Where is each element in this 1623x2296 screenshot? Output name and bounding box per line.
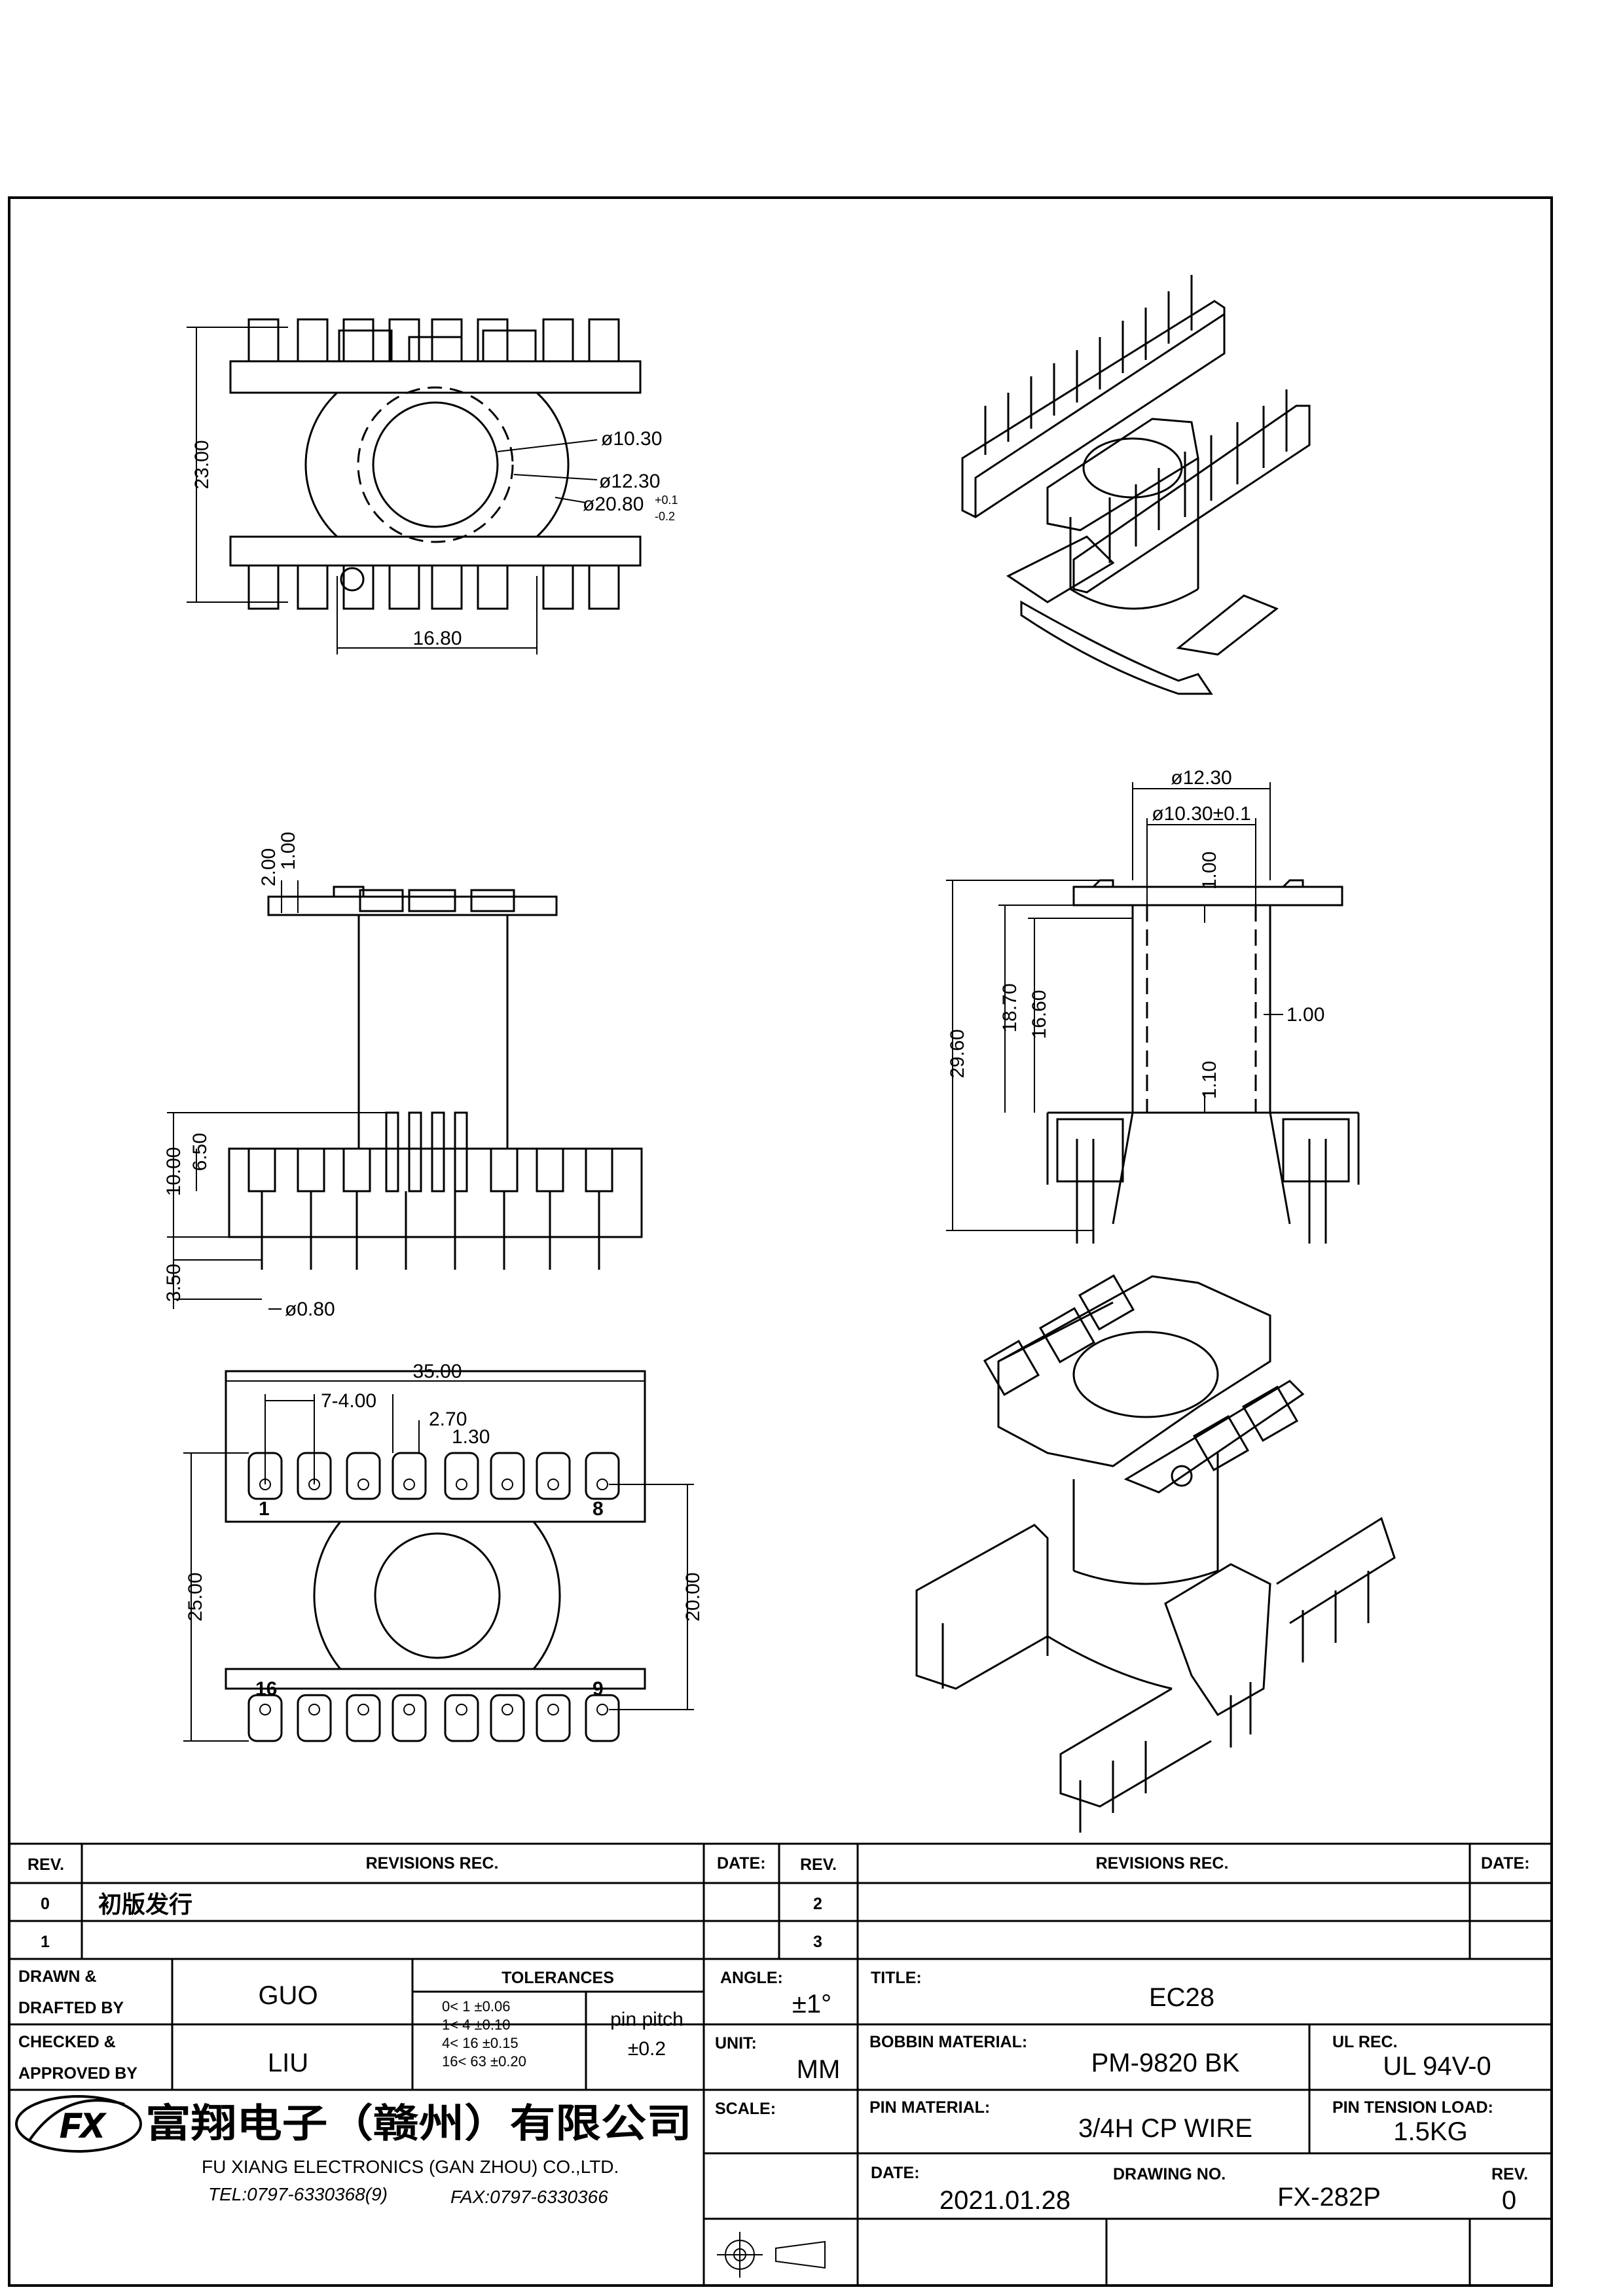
top-dia-outer-tol-plus: +0.1 bbox=[655, 493, 678, 507]
ul-rec-value: UL 94V-0 bbox=[1383, 2052, 1491, 2081]
tolerances-label: TOLERANCES bbox=[501, 1969, 614, 1987]
rev-3: 3 bbox=[813, 1933, 822, 1951]
ul-rec-label: UL REC. bbox=[1332, 2033, 1398, 2051]
top-width-dim: 16.80 bbox=[412, 628, 462, 649]
company-name-cn: 富翔电子（赣州）有限公司 bbox=[145, 2102, 692, 2145]
side-base-step-dim: 6.50 bbox=[189, 1133, 211, 1171]
section-outer-dia: ø12.30 bbox=[1171, 767, 1231, 789]
top-height-dim: 23.00 bbox=[191, 440, 213, 489]
company-fax: FAX:0797-6330366 bbox=[450, 2187, 608, 2207]
pin-label-8: 8 bbox=[593, 1498, 604, 1520]
drawing-frame bbox=[8, 196, 1553, 2287]
bobbin-material-value: PM-9820 BK bbox=[1091, 2049, 1240, 2077]
title-block bbox=[9, 1842, 1552, 2286]
checked-label-2: APPROVED BY bbox=[18, 2064, 137, 2083]
section-wall-side: 1.00 bbox=[1286, 1004, 1324, 1026]
section-winding-height: 18.70 bbox=[999, 983, 1021, 1032]
pin-label-9: 9 bbox=[593, 1678, 604, 1700]
pin-tension-label: PIN TENSION LOAD: bbox=[1332, 2098, 1493, 2117]
logo-text: FX bbox=[60, 2107, 106, 2145]
side-pin-dia-dim: ø0.80 bbox=[285, 1299, 335, 1320]
angle-label: ANGLE: bbox=[720, 1969, 783, 1987]
drawing-no-label: DRAWING NO. bbox=[1113, 2165, 1226, 2183]
bottom-pitch-dim: 7-4.00 bbox=[321, 1390, 376, 1412]
side-flange-dim: 2.00 bbox=[258, 848, 280, 886]
rev-value: 0 bbox=[1502, 2186, 1516, 2215]
isometric-view-bottom bbox=[915, 1274, 1396, 1833]
bobbin-material-label: BOBBIN MATERIAL: bbox=[869, 2033, 1027, 2051]
pin-pitch-label: pin pitch bbox=[610, 2009, 684, 2030]
pin-label-1: 1 bbox=[259, 1498, 270, 1520]
company-logo: FX bbox=[15, 2095, 142, 2153]
revisions-header-2: REVISIONS REC. bbox=[1096, 1854, 1229, 1873]
company-tel: TEL:0797-6330368(9) bbox=[208, 2184, 388, 2204]
bottom-width-dim: 35.00 bbox=[412, 1361, 462, 1382]
pin-material-label: PIN MATERIAL: bbox=[869, 2098, 990, 2117]
top-dia-outer: ø20.80 bbox=[583, 493, 644, 515]
angle-value: ±1° bbox=[792, 1990, 831, 2018]
rev-header: REV. bbox=[27, 1856, 64, 1874]
bottom-view bbox=[183, 1370, 694, 1742]
side-view bbox=[167, 880, 643, 1310]
rev-1: 1 bbox=[41, 1933, 50, 1951]
section-total-height: 29.60 bbox=[947, 1029, 968, 1078]
section-inner-height: 16.60 bbox=[1029, 990, 1050, 1039]
checked-by: LIU bbox=[268, 2049, 308, 2077]
tol-row-2: 4< 16 ±0.15 bbox=[442, 2035, 519, 2051]
drawn-by: GUO bbox=[258, 1981, 318, 2010]
title-value: EC28 bbox=[1149, 1983, 1214, 2012]
top-dia-mid: ø12.30 bbox=[599, 471, 660, 492]
revisions-header: REVISIONS REC. bbox=[366, 1854, 499, 1873]
pin-tension-value: 1.5KG bbox=[1393, 2117, 1467, 2146]
side-pin-length-dim: 3.50 bbox=[163, 1264, 185, 1302]
section-wall-bottom: 1.10 bbox=[1199, 1061, 1220, 1099]
side-base-dim: 10.00 bbox=[163, 1147, 185, 1196]
pin-label-16: 16 bbox=[255, 1678, 277, 1700]
side-step-dim: 1.00 bbox=[278, 832, 299, 870]
checked-label-1: CHECKED & bbox=[18, 2033, 116, 2051]
company-name-en: FU XIANG ELECTRONICS (GAN ZHOU) CO.,LTD. bbox=[202, 2157, 619, 2177]
bottom-dim-a: 2.70 bbox=[429, 1408, 467, 1430]
tol-row-3: 16< 63 ±0.20 bbox=[442, 2053, 526, 2070]
pin-material-value: 3/4H CP WIRE bbox=[1078, 2114, 1252, 2143]
drawn-label-1: DRAWN & bbox=[18, 1967, 96, 1986]
date-header: DATE: bbox=[717, 1854, 766, 1873]
bottom-dim-b: 1.30 bbox=[452, 1426, 490, 1448]
unit-value: MM bbox=[797, 2055, 841, 2084]
section-view bbox=[946, 782, 1360, 1244]
bottom-height-dim: 25.00 bbox=[185, 1572, 206, 1621]
section-inner-dia: ø10.30±0.1 bbox=[1152, 803, 1251, 825]
date-header-2: DATE: bbox=[1481, 1854, 1530, 1873]
drawing-no-value: FX-282P bbox=[1277, 2183, 1381, 2212]
rev-0-desc: 初版发行 bbox=[98, 1891, 192, 1918]
top-view bbox=[187, 318, 642, 655]
drawn-label-2: DRAFTED BY bbox=[18, 1999, 124, 2017]
bottom-row-spacing-dim: 20.00 bbox=[682, 1572, 704, 1621]
top-dia-outer-tol-minus: -0.2 bbox=[655, 510, 675, 523]
tol-row-1: 1< 4 ±0.10 bbox=[442, 2017, 510, 2033]
isometric-view-top bbox=[961, 275, 1311, 695]
top-dia-inner: ø10.30 bbox=[601, 428, 662, 450]
rev-label: REV. bbox=[1491, 2165, 1528, 2183]
rev-header-2: REV. bbox=[800, 1856, 837, 1874]
unit-label: UNIT: bbox=[715, 2034, 757, 2053]
title-label: TITLE: bbox=[871, 1969, 922, 1987]
section-wall-top: 1.00 bbox=[1199, 852, 1220, 889]
pin-pitch-value: ±0.2 bbox=[628, 2038, 666, 2060]
tol-row-0: 0< 1 ±0.06 bbox=[442, 1998, 510, 2015]
scale-label: SCALE: bbox=[715, 2100, 776, 2118]
date-value: 2021.01.28 bbox=[939, 2186, 1070, 2215]
date-label: DATE: bbox=[871, 2164, 920, 2182]
rev-0: 0 bbox=[41, 1895, 50, 1913]
rev-2: 2 bbox=[813, 1895, 822, 1913]
